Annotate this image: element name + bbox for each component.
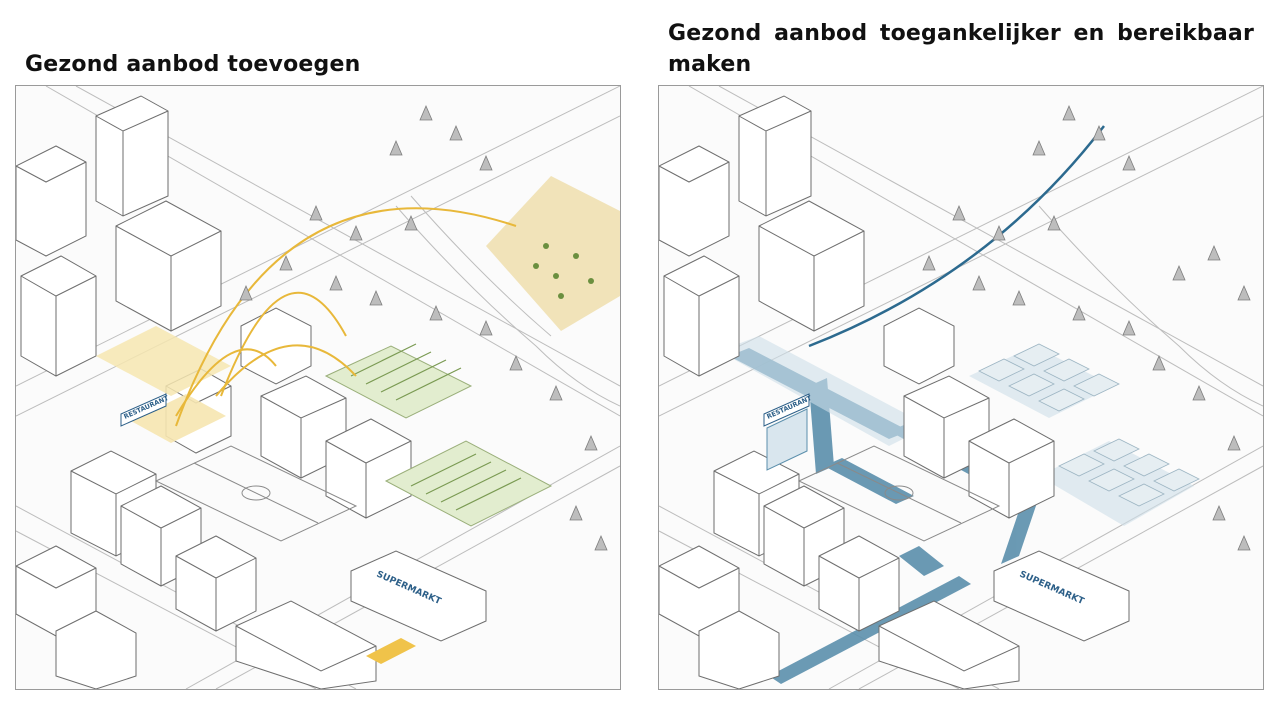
tree-cluster <box>239 104 608 551</box>
illustration-panel-left: RESTAURANT SUPERMARKT <box>15 85 621 690</box>
heading-add-healthy-supply: Gezond aanbod toevoegen <box>25 52 361 77</box>
restaurant-sign: RESTAURANT <box>763 393 813 471</box>
supermarket-sign: SUPERMARKT <box>993 550 1130 642</box>
sports-field <box>154 445 358 542</box>
connector-line <box>808 125 1105 348</box>
city-blocks <box>659 95 1055 689</box>
tree-cluster <box>922 104 1251 551</box>
sports-field <box>797 445 1001 542</box>
food-supply-arrows <box>175 207 517 427</box>
heading-accessible-healthy-supply: Gezond aanbod toegankelijker en bereikba… <box>668 21 1254 77</box>
isometric-city-illustration: RESTAURANT SUPERMARKT <box>659 86 1263 689</box>
isometric-city-illustration: RESTAURANT SUPERMARKT <box>16 86 620 689</box>
illustration-panel-right: RESTAURANT SUPERMARKT <box>658 85 1264 690</box>
supermarket-sign: SUPERMARKT <box>350 550 487 664</box>
city-blocks <box>16 95 412 689</box>
garden-plots <box>978 343 1200 507</box>
